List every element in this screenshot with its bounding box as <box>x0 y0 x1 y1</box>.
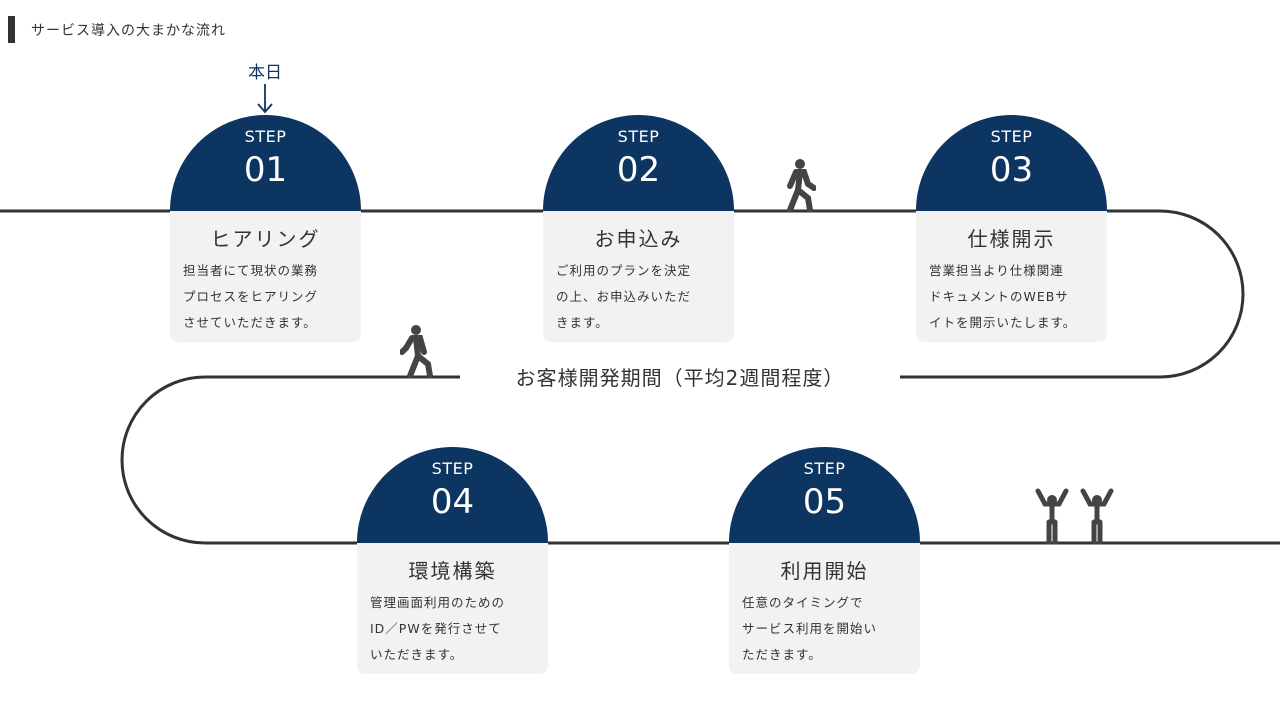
step-label: STEP <box>244 127 287 146</box>
step-number: 03 <box>989 150 1034 190</box>
step-label: STEP <box>803 459 846 478</box>
today-label: 本日 <box>248 63 282 83</box>
step-desc-line: ただきます。 <box>742 647 822 662</box>
step-05: STEP 05 利用開始任意のタイミングでサービス利用を開始いただきます。 <box>729 447 920 674</box>
step-desc-line: プロセスをヒアリング <box>183 289 319 304</box>
step-title: 仕様開示 <box>967 227 1056 251</box>
step-desc-line: ID／PWを発行させて <box>370 621 502 636</box>
step-desc-line: きます。 <box>556 315 609 330</box>
step-number: 02 <box>616 150 661 190</box>
step-label: STEP <box>990 127 1033 146</box>
step-desc-line: の上、お申込みいただ <box>556 289 692 304</box>
step-desc-line: させていただきます。 <box>183 315 317 330</box>
down-arrow-icon <box>257 84 273 114</box>
step-number: 01 <box>243 150 288 190</box>
step-title: 利用開始 <box>780 559 869 583</box>
step-04: STEP 04 環境構築管理画面利用のための ID／PWを発行させていただきます。 <box>357 447 548 674</box>
cheering-person-icon <box>1080 488 1114 544</box>
step-desc-line: いただきます。 <box>370 647 464 662</box>
step-desc-line: ご利用のプランを決定 <box>556 263 692 278</box>
step-03: STEP 03 仕様開示営業担当より仕様関連ドキュメントのWEBサイトを開示いたし… <box>916 115 1107 342</box>
step-desc-line: サービス利用を開始い <box>742 621 878 636</box>
step-title: ヒアリング <box>210 227 321 251</box>
step-desc-line: 任意のタイミングで <box>742 595 864 610</box>
step-desc-line: 営業担当より仕様関連 <box>929 263 1064 278</box>
step-label: STEP <box>431 459 474 478</box>
step-title: お申込み <box>594 227 683 251</box>
header-accent-bar <box>8 16 15 43</box>
page-title: サービス導入の大まかな流れ <box>31 22 226 39</box>
step-number: 04 <box>430 482 475 522</box>
step-desc-line: 管理画面利用のための <box>370 595 506 610</box>
period-label: お客様開発期間（平均2週間程度） <box>460 362 900 391</box>
step-desc-line: 担当者にて現状の業務 <box>183 263 319 278</box>
step-number: 05 <box>802 482 847 522</box>
step-02: STEP 02 お申込みご利用のプランを決定の上、お申込みいただきます。 <box>543 115 734 342</box>
step-desc-line: イトを開示いたします。 <box>929 315 1077 330</box>
walking-person-icon <box>787 159 816 212</box>
step-01: STEP 01 ヒアリング担当者にて現状の業務プロセスをヒアリングさせていただきま… <box>170 115 361 342</box>
cheering-person-icon <box>1035 488 1069 544</box>
step-desc-line: ドキュメントのWEBサ <box>929 289 1069 304</box>
step-title: 環境構築 <box>408 559 497 583</box>
header: サービス導入の大まかな流れ <box>8 16 226 43</box>
walking-person-icon <box>400 325 433 378</box>
step-label: STEP <box>617 127 660 146</box>
